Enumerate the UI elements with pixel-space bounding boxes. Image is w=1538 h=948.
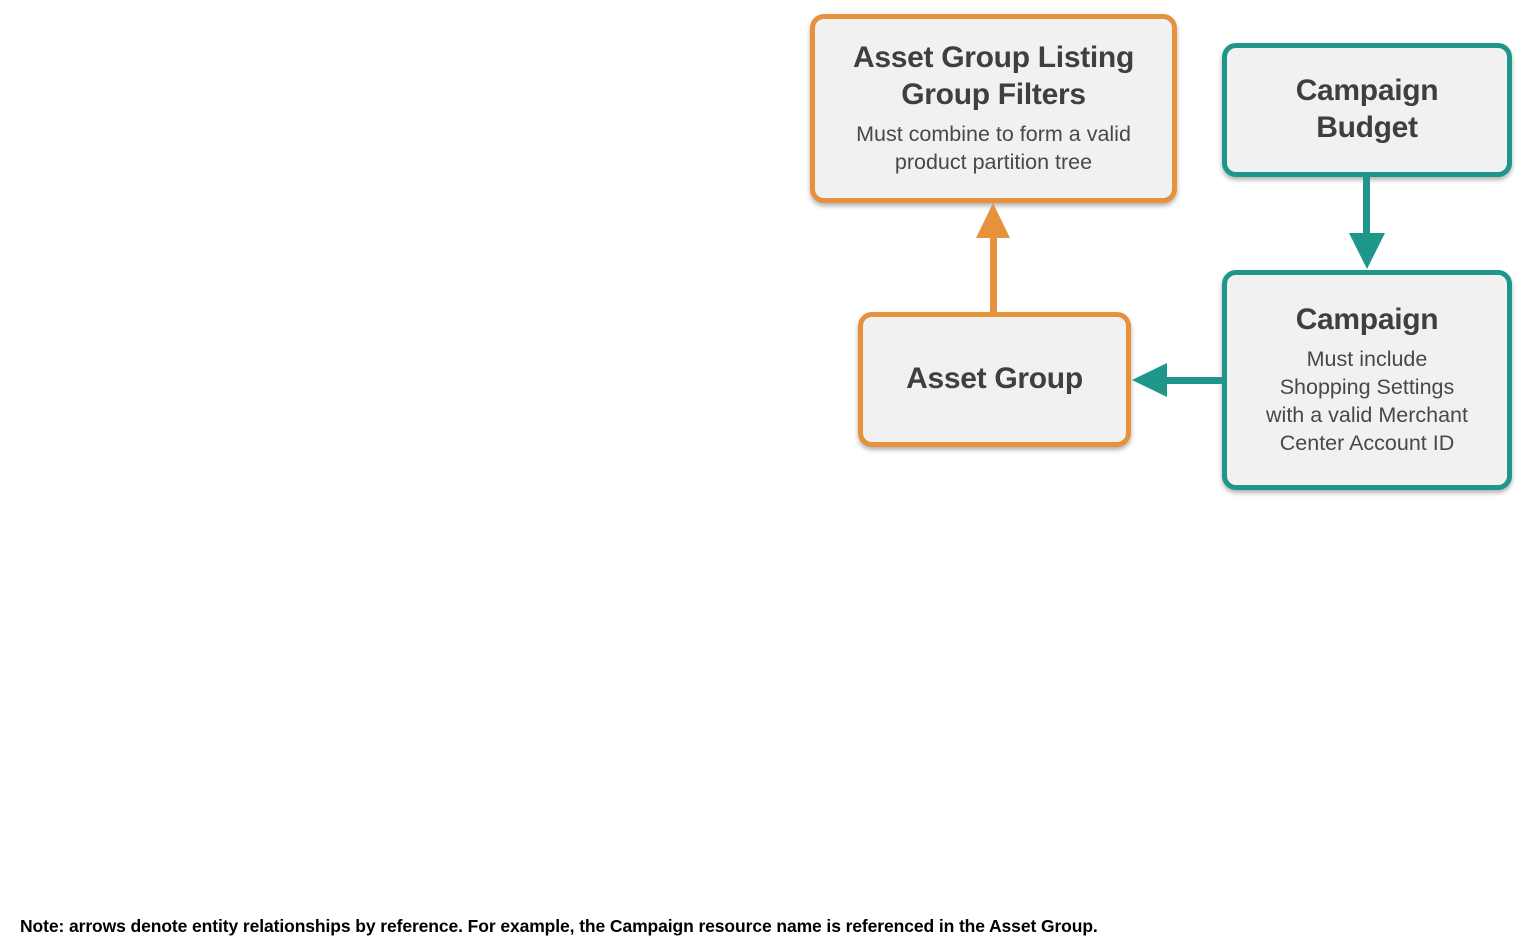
- arrow-head-left-icon: [1132, 363, 1167, 397]
- node-subtitle: Must combine to form a valid product par…: [856, 121, 1131, 174]
- arrow-shaft: [990, 236, 997, 314]
- node-asset-group: Asset Group: [858, 312, 1131, 447]
- arrow-shaft: [1164, 377, 1224, 384]
- node-title: Campaign Budget: [1295, 74, 1439, 144]
- node-subtitle: Must include Shopping Settings with a va…: [1266, 346, 1468, 455]
- node-title: Asset Group Listing Group Filters: [853, 41, 1134, 112]
- node-title: Campaign: [1295, 303, 1439, 337]
- node-asset-group-listing-group-filters: Asset Group Listing Group Filters Must c…: [810, 14, 1177, 203]
- arrow-shaft: [1363, 177, 1370, 235]
- footnote: Note: arrows denote entity relationships…: [20, 916, 1098, 936]
- arrow-head-up-icon: [976, 203, 1010, 238]
- node-campaign-budget: Campaign Budget: [1222, 43, 1512, 177]
- node-title: Asset Group: [906, 362, 1083, 396]
- node-campaign: Campaign Must include Shopping Settings …: [1222, 270, 1512, 490]
- arrow-head-down-icon: [1349, 233, 1385, 269]
